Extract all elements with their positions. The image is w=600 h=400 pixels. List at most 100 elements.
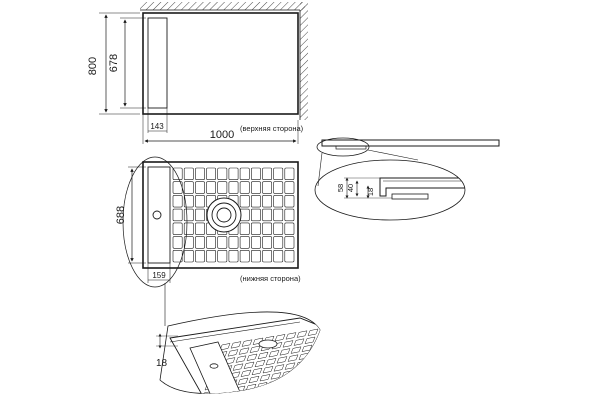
perspective-rib-cell — [301, 344, 313, 352]
connector-line — [367, 149, 419, 161]
perspective-rib-cell — [257, 351, 269, 360]
rib-cell — [206, 181, 216, 194]
perspective-rib-cell — [296, 330, 308, 338]
dim-678-label: 678 — [108, 54, 120, 72]
rib-cell — [195, 250, 205, 263]
rib-cell — [239, 181, 250, 194]
rib-cell — [195, 181, 205, 194]
rib-cell — [284, 195, 295, 208]
bottom-view: 688 159 (нижняя сторона) — [115, 156, 301, 326]
perspective-rib-cell — [240, 369, 252, 377]
rib-cell — [284, 236, 295, 249]
perspective-rib-cell — [309, 350, 320, 359]
perspective-rib-cell — [274, 334, 286, 342]
rib-cell — [262, 181, 272, 194]
rib-cell — [183, 250, 194, 263]
rib-cell — [228, 236, 239, 249]
rib-cell — [206, 236, 216, 249]
zoom-ellipse — [122, 156, 188, 288]
rib-cell — [239, 167, 250, 180]
rib-cell — [183, 167, 194, 180]
rib-cell — [195, 195, 205, 208]
perspective-rib-cell — [287, 354, 299, 362]
rib-cell — [183, 181, 194, 194]
rib-cell — [262, 167, 272, 180]
dim-58-label: 58 — [336, 184, 345, 192]
rib-cell — [284, 167, 295, 180]
rib-cell — [262, 195, 272, 208]
rib-cell — [172, 195, 183, 208]
top-view-caption: (верхняя сторона) — [240, 124, 304, 133]
dim-159-label: 159 — [152, 271, 166, 280]
perspective-rib-cell — [292, 368, 304, 376]
drain-channel-top — [147, 17, 168, 109]
perspective-rib-cell — [262, 366, 274, 374]
perspective-central-drain — [258, 339, 278, 349]
dim-persp-18-label: 18 — [156, 358, 168, 369]
perspective-rib-cell — [232, 363, 244, 371]
top-view: 800 678 143 1000 (верхняя сторона) — [87, 2, 308, 144]
rib-cell — [273, 208, 284, 222]
rib-cell — [251, 222, 261, 235]
perspective-rib-cell — [285, 332, 297, 340]
perspective-rib-cell — [293, 338, 305, 346]
rib-cell — [183, 208, 194, 222]
rib-cell — [262, 250, 272, 263]
rib-grid — [172, 167, 295, 263]
perspective-rib-cell — [304, 336, 316, 344]
dim-1000-label: 1000 — [210, 129, 234, 141]
rib-cell — [262, 208, 272, 222]
dim-40-label: 40 — [346, 184, 355, 192]
rib-cell — [284, 181, 295, 194]
perspective-rib-cell — [249, 345, 261, 353]
wall-hatch-side — [300, 2, 308, 120]
rib-cell — [172, 236, 183, 249]
perspective-rib-cell — [238, 347, 250, 355]
perspective-rib-cell — [273, 364, 285, 372]
perspective-rib-cell — [248, 375, 260, 384]
rib-cell — [228, 250, 239, 263]
perspective-rib-cell — [289, 376, 301, 384]
perspective-rib-cell — [290, 346, 302, 354]
central-drain-inner — [216, 207, 232, 223]
rib-cell — [228, 181, 239, 194]
tray-top-outline — [142, 12, 299, 115]
rib-cell — [172, 208, 183, 222]
perspective-rib-cell — [276, 356, 288, 364]
rib-cell — [273, 195, 284, 208]
rib-cell — [284, 222, 295, 235]
profile-detail: 58 40 18 — [314, 137, 500, 221]
rib-cell — [172, 222, 183, 235]
perspective-rib-cell — [235, 355, 247, 363]
profile-zoom-marker — [316, 137, 370, 157]
perspective-rib-cell — [284, 362, 296, 370]
rib-cell — [273, 236, 284, 249]
perspective-rib-cell — [303, 366, 315, 375]
perspective-rib-cell — [259, 374, 271, 382]
profile-zoom-ellipse — [314, 159, 466, 221]
rib-cell — [217, 250, 228, 263]
perspective-edge — [169, 321, 301, 343]
profile-foot — [335, 145, 367, 150]
rib-cell — [239, 236, 250, 249]
rib-cell — [195, 222, 205, 235]
perspective-rib-cell — [237, 377, 249, 385]
rib-cell — [195, 167, 205, 180]
rib-cell — [217, 181, 228, 194]
rib-cell — [251, 181, 261, 194]
rib-cell — [251, 250, 261, 263]
perspective-rib-cell — [278, 378, 290, 386]
rib-cell — [251, 236, 261, 249]
dim-143-label: 143 — [150, 122, 164, 131]
dim-18-label: 18 — [366, 188, 375, 196]
rib-cell — [217, 236, 228, 249]
perspective-rib-cell — [312, 342, 320, 351]
rib-cell — [183, 195, 194, 208]
rib-cell — [183, 222, 194, 235]
rib-cell — [251, 167, 261, 180]
rib-cell — [195, 208, 205, 222]
rib-cell — [273, 167, 284, 180]
rib-cell — [206, 250, 216, 263]
